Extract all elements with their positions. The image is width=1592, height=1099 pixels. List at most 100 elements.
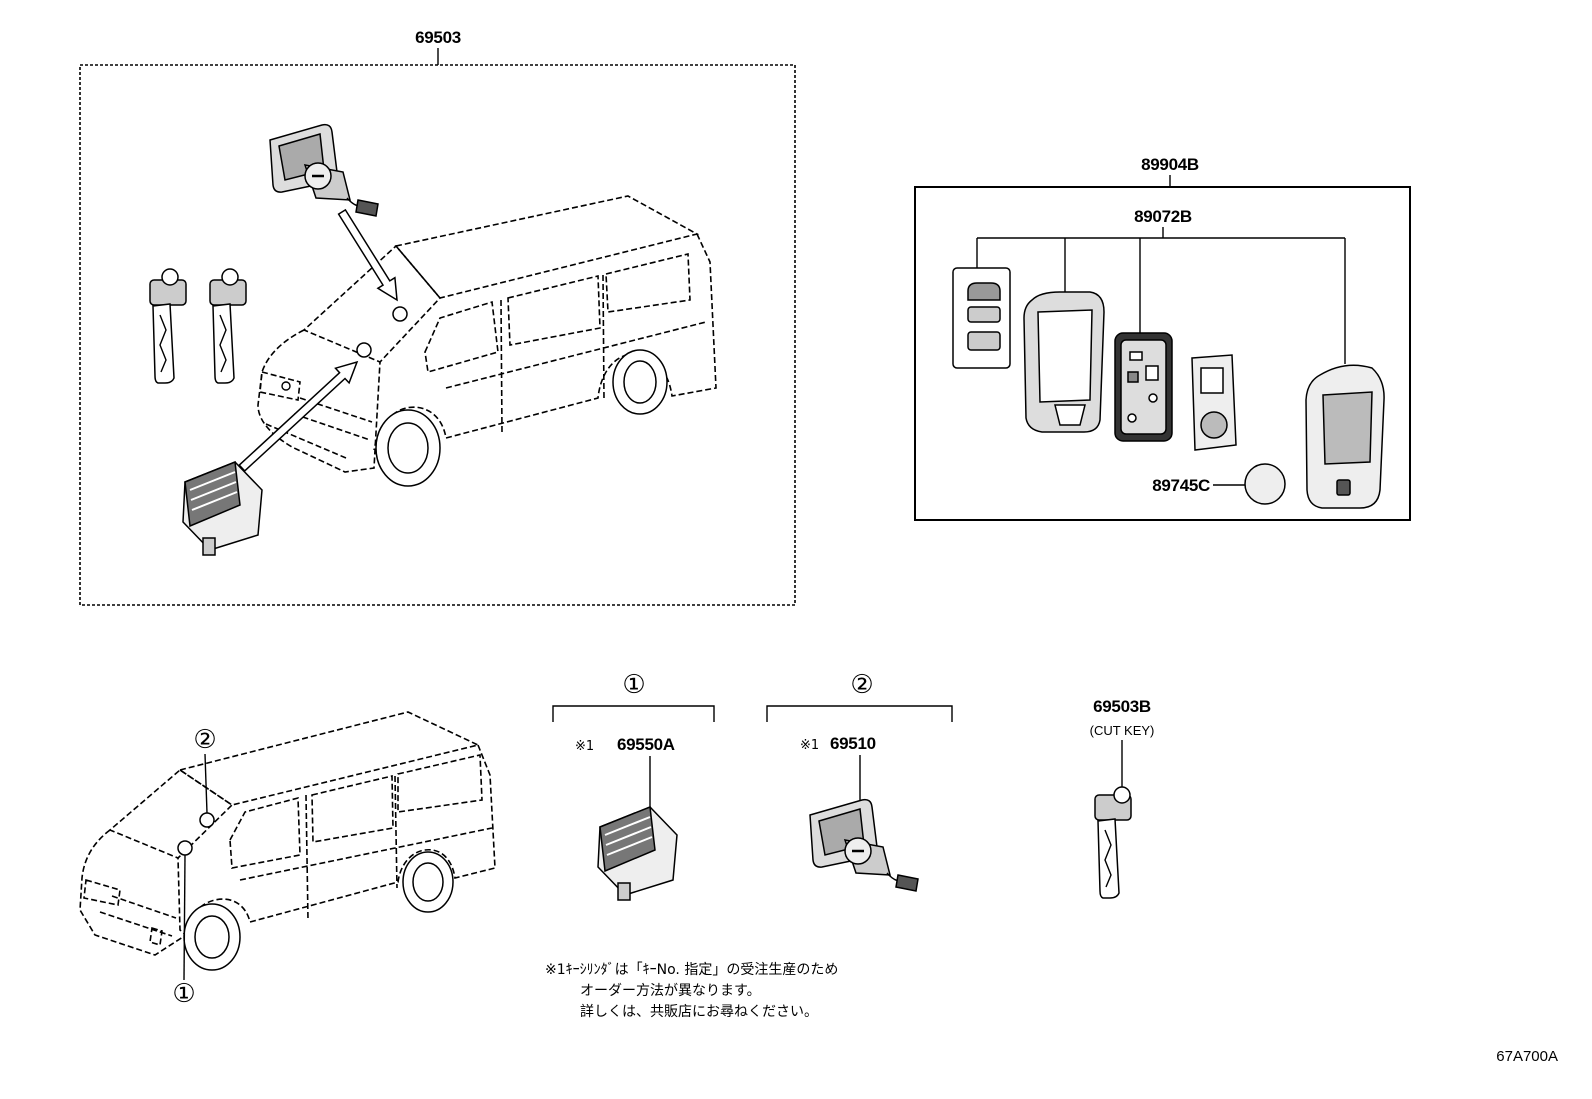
van-illustration-main — [257, 195, 717, 487]
note-line-3: 詳しくは、共販店にお尋ねください。 — [580, 1004, 818, 1020]
location-marker-door — [177, 840, 193, 856]
van-headlight — [259, 370, 301, 401]
fob-key-release — [1336, 479, 1351, 496]
assembly-frame — [79, 64, 796, 606]
battery-illustration — [1244, 463, 1286, 505]
van-front-wheel — [375, 409, 441, 487]
van-fog-light — [149, 926, 163, 947]
van-side-body — [185, 744, 496, 936]
cylinder-face — [184, 460, 241, 528]
van-rear-wheel-rim — [623, 360, 657, 404]
fob-panel — [1322, 391, 1373, 465]
group-one-marker: ① — [622, 670, 645, 700]
note-line-1: ※1ｷｰｼﾘﾝﾀﾞは「ｷｰNo. 指定」の受注生産のため — [545, 962, 838, 978]
board-surface — [1120, 339, 1167, 435]
van-front-wheel-rim — [194, 915, 230, 959]
arrow-to-door-lock — [238, 360, 359, 472]
cylinder-shaft — [617, 882, 631, 901]
key-illustration — [149, 268, 187, 384]
van-door-line-front — [500, 299, 503, 433]
cylinder-face — [599, 805, 656, 873]
note-line-2: オーダー方法が異なります。 — [580, 983, 761, 999]
van-front-door-window — [229, 796, 301, 869]
key-blade-cut — [219, 314, 227, 373]
cylinder-face-rib — [604, 816, 651, 836]
van-door-line-slide — [602, 274, 605, 401]
smart-key-set: 89904B 89072B — [914, 155, 1411, 521]
part-label-89745C[interactable]: 89745C — [1152, 476, 1210, 495]
van-grille-line — [111, 895, 177, 919]
ignition-connector — [355, 199, 379, 217]
board-component — [1127, 371, 1139, 383]
key-ring-loop — [221, 268, 239, 286]
case-inner — [1037, 309, 1093, 403]
key-blade-cut — [159, 314, 167, 373]
arrow-to-ignition — [337, 208, 398, 302]
key-fob-illustration — [1305, 364, 1385, 509]
van-location-illustration: ② ① — [79, 711, 496, 1009]
cylinder-face-rib — [190, 481, 237, 501]
van-sliding-door-window — [507, 274, 601, 346]
van-front-door-window — [424, 300, 499, 374]
key-blade — [152, 303, 175, 384]
group-one-bracket — [552, 705, 715, 722]
button-middle — [967, 306, 1001, 323]
smart-key-set-frame — [914, 186, 1411, 521]
van-front-face — [257, 329, 381, 473]
cut-key-group: 69503B (CUT KEY) — [1090, 697, 1155, 899]
van-front-wheel-rim — [387, 422, 429, 474]
leader-line — [204, 753, 208, 814]
part-label-89072B[interactable]: 89072B — [1134, 207, 1192, 226]
part-label-69510[interactable]: 69510 — [830, 734, 876, 753]
door-lock-cylinder-illustration — [597, 805, 678, 901]
group-two-marker: ② — [850, 670, 873, 700]
part-label-69550A[interactable]: 69550A — [617, 735, 675, 754]
part-label-69503[interactable]: 69503 — [415, 28, 461, 47]
key-blade — [1097, 818, 1120, 899]
van-front-wheel — [183, 903, 241, 971]
van-rear-wheel-rim — [412, 862, 444, 902]
illustration-code: 67A700A — [1496, 1048, 1558, 1065]
note-reference-mark: ※1 — [800, 738, 819, 753]
door-keyhole-marker — [356, 342, 372, 358]
part-label-89904B[interactable]: 89904B — [1141, 155, 1199, 174]
board-component — [1129, 351, 1143, 361]
case-tab — [1054, 404, 1086, 426]
leader-line — [183, 854, 186, 981]
van-rear-window — [605, 252, 691, 313]
inner-cover-battery-seat — [1200, 411, 1228, 439]
van-body-crease — [239, 827, 493, 881]
key-ring-loop — [161, 268, 179, 286]
button-top — [967, 282, 1001, 301]
circuit-board-illustration — [1114, 332, 1173, 442]
van-sliding-door-window — [311, 774, 394, 843]
van-rear-window — [397, 754, 483, 813]
part-label-69503B[interactable]: 69503B — [1093, 697, 1151, 716]
key-ring-loop — [1113, 786, 1131, 804]
group-one-door-lock: ① ※1 69550A — [552, 670, 715, 901]
key-illustration — [1094, 786, 1132, 899]
group-two-ignition-lock: ② ※1 69510 — [766, 670, 953, 892]
van-grille-line — [293, 413, 371, 441]
cylinder-face-rib — [606, 836, 653, 856]
button-pad-illustration — [952, 267, 1011, 369]
cylinder-face-rib — [189, 471, 236, 491]
order-note: ※1ｷｰｼﾘﾝﾀﾞは「ｷｰNo. 指定」の受注生産のため オーダー方法が異なりま… — [545, 962, 838, 1020]
inner-cover-illustration — [1191, 354, 1237, 451]
board-component — [1145, 365, 1159, 381]
button-bottom — [967, 331, 1001, 351]
van-headlight — [83, 878, 121, 906]
door-lock-cylinder-illustration — [182, 460, 263, 556]
board-component — [1148, 393, 1158, 403]
ignition-keyhole-marker — [392, 306, 408, 322]
van-roof — [178, 711, 481, 806]
van-rear-wheel — [402, 851, 454, 913]
cylinder-face-rib — [191, 491, 238, 511]
key-illustration — [209, 268, 247, 384]
van-front-face — [79, 829, 188, 956]
inner-cover-window — [1200, 367, 1224, 394]
group-two-bracket — [766, 705, 953, 722]
cut-key-caption: (CUT KEY) — [1090, 723, 1155, 738]
van-roof — [394, 195, 700, 299]
